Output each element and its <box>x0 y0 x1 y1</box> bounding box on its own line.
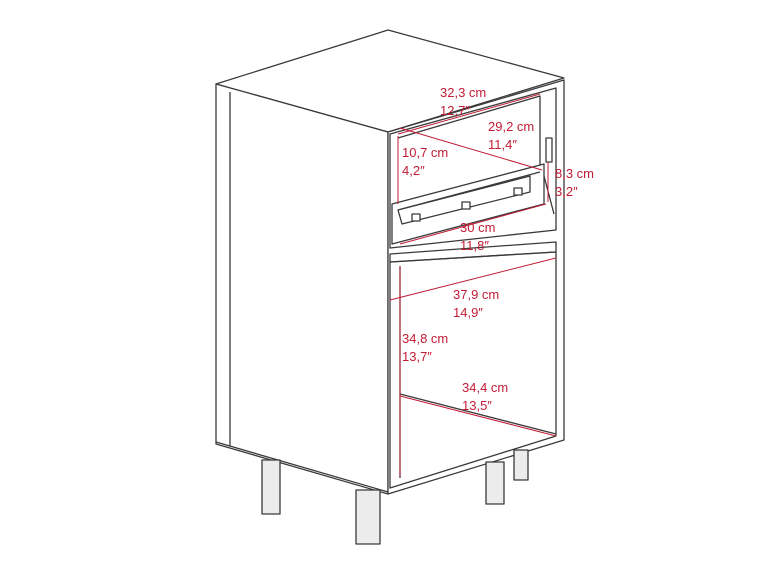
leg-front-right <box>513 449 529 481</box>
label-drawer-opening-height-cm: 10,7 cm <box>402 145 448 160</box>
nightstand-outline <box>215 29 565 545</box>
label-drawer-inner-depth-cm: 29,2 cm <box>488 119 534 134</box>
cabinet-left-side <box>215 83 389 495</box>
label-shelf-height-cm: 34,8 cm <box>402 331 448 346</box>
dim-line-drawer-width <box>399 203 547 245</box>
open-shelf-floor <box>399 393 557 435</box>
slide-screw-2 <box>461 201 471 210</box>
label-drawer-depth-cm: 32,3 cm <box>440 85 486 100</box>
dim-line-drawer-depth <box>397 93 541 135</box>
drawer-runner-line <box>543 175 555 215</box>
slide-screw-1 <box>411 213 421 222</box>
drawer-compartment <box>389 87 557 249</box>
label-drawer-opening-height-in: 4,2″ <box>402 163 425 178</box>
drawer-runner <box>545 137 553 163</box>
label-drawer-inner-depth-in: 11,4″ <box>488 137 517 152</box>
label-shelf-depth-in: 13,5″ <box>462 398 492 413</box>
leg-front-left <box>355 489 381 545</box>
dim-line-drawer-inner-depth <box>399 127 543 171</box>
bottom-edge-line <box>215 441 389 493</box>
leg-back-left <box>261 459 281 515</box>
label-shelf-width-in: 14,9″ <box>453 305 483 320</box>
label-drawer-width-cm: 30 cm <box>460 220 495 235</box>
drawer-slide-rail <box>397 175 531 225</box>
label-drawer-height-cm: 8,3 cm <box>555 166 594 181</box>
dimension-labels: 32,3 cm 12,7″ 29,2 cm 11,4″ 10,7 cm 4,2″… <box>402 85 594 413</box>
dimension-lines <box>389 93 557 476</box>
dim-line-shelf-width <box>389 257 557 301</box>
label-drawer-depth-in: 12,7″ <box>440 103 470 118</box>
slide-screw-3 <box>513 187 523 196</box>
label-drawer-height-in: 3,2″ <box>555 184 578 199</box>
dim-line-shelf-depth <box>399 395 557 437</box>
label-shelf-width-cm: 37,9 cm <box>453 287 499 302</box>
leg-back-right <box>485 461 505 505</box>
label-shelf-height-in: 13,7″ <box>402 349 432 364</box>
label-drawer-width-in: 11,8″ <box>460 238 489 253</box>
label-shelf-depth-cm: 34,4 cm <box>462 380 508 395</box>
